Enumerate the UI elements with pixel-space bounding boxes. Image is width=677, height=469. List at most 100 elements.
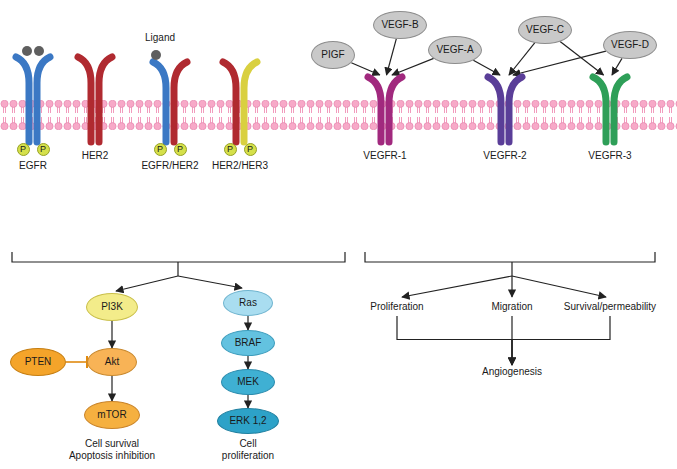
bracket	[12, 252, 655, 297]
receptor-chain	[614, 77, 627, 142]
node-text: PI3K	[101, 301, 123, 313]
receptor-chain	[593, 77, 606, 142]
outcome-label: Migration	[489, 300, 534, 314]
connector	[392, 58, 434, 75]
connector	[247, 395, 248, 408]
phospho-site: P	[17, 143, 30, 156]
receptor-chain	[99, 57, 112, 142]
receptor-shape	[11, 55, 55, 146]
annotation-label: Cell proliferation	[217, 438, 279, 462]
ligand-ellipse: VEGF-B	[373, 11, 426, 39]
node-text: VEGF-D	[611, 39, 649, 51]
receptor: HER2	[73, 55, 117, 164]
connector	[612, 58, 622, 75]
pathway-node: MEK	[221, 369, 275, 395]
connector	[247, 316, 248, 330]
node-text: P	[177, 144, 183, 155]
node-text: Akt	[105, 356, 119, 368]
node-text: P	[20, 144, 26, 155]
node-text: VEGF-B	[381, 19, 418, 31]
node-text: Proliferation	[370, 301, 423, 313]
node-text: P	[227, 144, 233, 155]
receptor: VEGFR-2	[483, 75, 527, 164]
node-text: EGFR	[19, 160, 47, 172]
receptor-chain	[153, 62, 166, 142]
node-text: PIGF	[321, 49, 344, 61]
receptor-chain	[488, 77, 501, 142]
node-text: Ras	[239, 297, 257, 309]
ligand-dot	[34, 46, 44, 56]
node-text: HER2/HER3	[212, 160, 268, 172]
receptor-shape	[73, 55, 117, 146]
pathway-node: PTEN	[10, 348, 66, 376]
node-text: Angiogenesis	[482, 366, 542, 378]
outcome-label: Angiogenesis	[480, 365, 544, 379]
phospho-site: P	[37, 143, 50, 156]
outcome-label: Survival/permeability	[562, 300, 658, 314]
receptor-shape	[483, 75, 527, 146]
node-text: P	[157, 144, 163, 155]
phospho-site: P	[224, 143, 237, 156]
receptor: VEGFR-3	[588, 75, 632, 164]
receptor: EGFR P P	[11, 55, 55, 174]
ligand-ellipse: VEGF-D	[603, 31, 657, 59]
receptor-chain	[78, 57, 91, 142]
receptor: HER2/HER3PP	[218, 60, 262, 174]
connector	[247, 356, 248, 369]
node-text: VEGFR-2	[483, 150, 526, 162]
node-text: VEGFR-3	[588, 150, 631, 162]
receptor-chain	[174, 62, 187, 142]
ligand-dot	[151, 50, 161, 60]
node-text: Survival/permeability	[564, 301, 656, 313]
receptor-chain	[223, 62, 236, 142]
node-text: ERK 1,2	[229, 415, 266, 427]
outcome-label: Proliferation	[368, 300, 425, 314]
pathway-node: mTOR	[84, 401, 140, 429]
receptor-chain	[37, 57, 50, 142]
receptor-shape	[588, 75, 632, 146]
pathway-node: ERK 1,2	[217, 408, 279, 434]
connector	[351, 63, 380, 75]
receptor-chain	[368, 77, 381, 142]
node-text: Migration	[491, 301, 532, 313]
connector	[513, 51, 606, 75]
inhibition-line	[66, 361, 87, 363]
receptor-chain	[16, 57, 29, 142]
receptor-chain	[389, 77, 402, 142]
connector	[473, 60, 500, 75]
connector	[512, 316, 610, 365]
ligand-dot	[22, 46, 32, 56]
connector	[111, 321, 112, 348]
ligand-ellipse: VEGF-C	[518, 16, 572, 44]
annotation-label: Cell survival Apoptosis inhibition	[62, 438, 162, 462]
ligand-ellipse: VEGF-A	[428, 36, 481, 64]
phospho-site: P	[174, 143, 187, 156]
connector	[387, 39, 397, 75]
pathway-node: Akt	[87, 348, 137, 376]
node-text: mTOR	[97, 409, 126, 421]
connector	[397, 316, 512, 365]
node-text: EGFR/HER2	[141, 160, 198, 172]
node-text: VEGF-C	[526, 24, 564, 36]
connector	[111, 376, 112, 401]
annotation-label: Ligand	[145, 32, 175, 44]
phospho-site: P	[244, 143, 257, 156]
ligand-ellipse: PIGF	[311, 41, 355, 69]
node-text: PTEN	[25, 356, 52, 368]
node-text: VEGF-A	[436, 44, 473, 56]
receptor-chain	[244, 62, 257, 142]
receptor: VEGFR-1	[363, 75, 407, 164]
connector	[560, 42, 603, 75]
node-text: P	[247, 144, 253, 155]
receptor-shape	[363, 75, 407, 146]
node-text: BRAF	[235, 337, 262, 349]
pathway-node: PI3K	[86, 293, 138, 321]
receptor: EGFR/HER2PP	[148, 60, 192, 174]
node-text: VEGFR-1	[363, 150, 406, 162]
receptor-shape	[148, 60, 192, 146]
node-text: P	[40, 144, 46, 155]
node-text: MEK	[237, 376, 259, 388]
pathway-node: Ras	[223, 290, 273, 316]
receptor-chain	[509, 77, 522, 142]
node-text: HER2	[82, 150, 109, 162]
